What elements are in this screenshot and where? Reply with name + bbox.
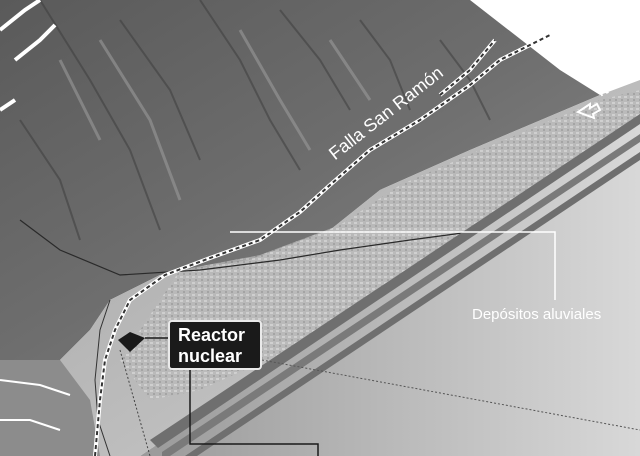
alluvial-outline: [19, 219, 471, 276]
reactor-label-line2: nuclear: [178, 346, 243, 366]
deposits-label: Depósitos aluviales: [472, 306, 602, 323]
mountain-highlights: [58, 29, 372, 201]
leader-lines: [119, 231, 640, 456]
fault-line: [93, 33, 551, 456]
mountain-range: [0, 0, 600, 360]
block-front-edge: [94, 299, 111, 456]
block-edge-stripes: [150, 114, 640, 456]
reactor-label-line1: Reactor: [178, 325, 246, 345]
mountain-ridges: [19, 0, 491, 241]
north-arrow-icon: [575, 102, 602, 120]
reactor-label-box: Reactor nuclear: [168, 320, 262, 370]
snow-streaks: [0, 0, 57, 112]
reactor-marker-icon: [118, 332, 145, 352]
left-streams: [0, 379, 71, 431]
